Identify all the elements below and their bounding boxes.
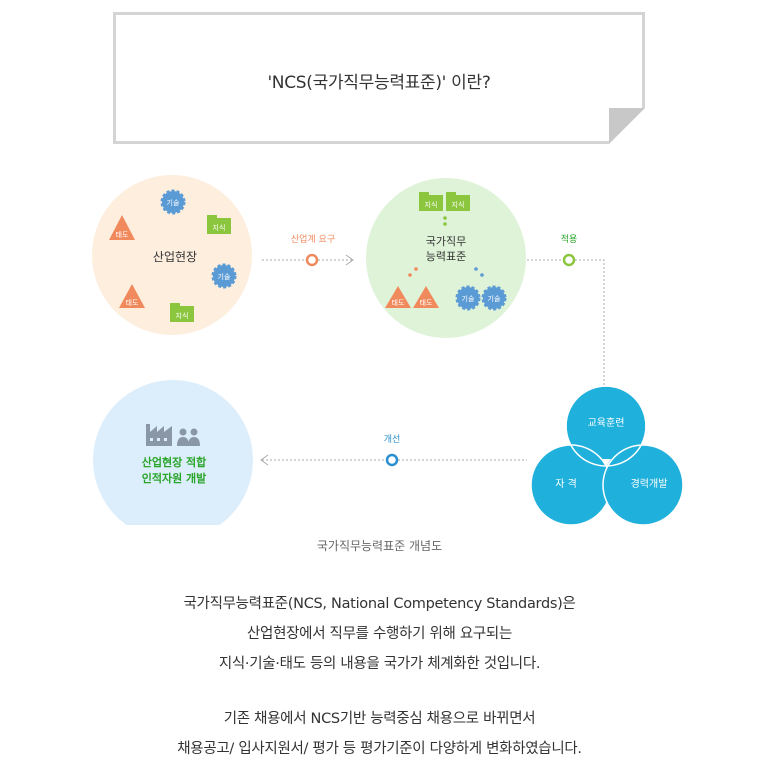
knowledge-folder-icon: 지식 [419,192,443,211]
svg-text:지식: 지식 [425,200,438,209]
svg-text:지식: 지식 [213,223,226,232]
result-line2: 인적자원 개발 [142,471,207,485]
page-title: 'NCS(국가직무능력표준)' 이란? [267,73,491,93]
arrow-industry-demand: 산업계 요구 [262,233,354,267]
factory-icon [146,424,172,446]
venn-left-label: 자 격 [555,477,577,490]
skill-gear-icon: 기술 [211,263,237,289]
industry-circle: 기술 지식 태도 산업현장 기술 태도 지식 [92,175,252,335]
venn-top-label: 교육훈련 [588,416,625,429]
svg-text:태도: 태도 [116,231,129,239]
diagram-caption: 국가직무능력표준 개념도 [316,539,443,553]
description-line: 채용공고/ 입사지원서/ 평가 등 평가기준이 다양하게 변화하였습니다. [177,741,582,757]
arrow-apply: 적용 [527,233,605,385]
svg-text:태도: 태도 [126,299,139,307]
attitude-triangle-icon: 태도 [413,286,439,308]
description-line: 기존 채용에서 NCS기반 능력중심 채용으로 바뀌면서 [223,711,536,727]
folded-corner [609,108,645,144]
industry-label: 산업현장 [153,250,197,264]
skill-gear-icon: 기술 [160,189,186,215]
svg-text:기술: 기술 [462,294,475,303]
svg-text:기술: 기술 [488,294,501,303]
knowledge-folder-icon: 지식 [207,215,231,234]
arrow3-label: 개선 [384,434,401,445]
venn-right-label: 경력개발 [631,477,668,490]
svg-text:기술: 기술 [218,272,231,281]
result-line1: 산업현장 적합 [142,455,207,469]
attitude-triangle-icon: 태도 [109,215,135,240]
arrow1-label: 산업계 요구 [291,233,335,245]
description-line: 지식·기술·태도 등의 내용을 국가가 체계화한 것입니다. [218,656,541,672]
arrow-improve: 개선 [260,434,527,467]
svg-text:태도: 태도 [420,299,433,307]
ncs-label-line2: 능력표준 [426,250,466,263]
description-line: 산업현장에서 직무를 수행하기 위해 요구되는 [247,626,512,642]
knowledge-folder-icon: 지식 [170,303,194,322]
svg-text:지식: 지식 [176,311,189,320]
svg-text:기술: 기술 [167,198,180,207]
result-circle: 산업현장 적합 인적자원 개발 [93,380,253,525]
people-icon [177,428,200,446]
title-box: 'NCS(국가직무능력표준)' 이란? [113,12,645,144]
venn-diagram: 교육훈련 자 격 경력개발 [530,385,684,526]
skill-gear-icon: 기술 [455,285,481,311]
svg-text:지식: 지식 [452,200,465,209]
skill-gear-icon: 기술 [481,285,507,311]
attitude-triangle-icon: 태도 [385,286,411,308]
ncs-concept-diagram: 기술 지식 태도 산업현장 기술 태도 지식 산업계 요구 [92,175,684,526]
attitude-triangle-icon: 태도 [119,284,145,308]
svg-text:태도: 태도 [392,299,405,307]
knowledge-folder-icon: 지식 [446,192,470,211]
ncs-circle: 지식 지식 국가직무 능력표준 태도 태도 기술 기술 [366,178,526,338]
ncs-label-line1: 국가직무 [426,235,466,248]
arrow2-label: 적용 [561,233,578,245]
description-line: 국가직무능력표준(NCS, National Competency Standa… [183,596,576,612]
